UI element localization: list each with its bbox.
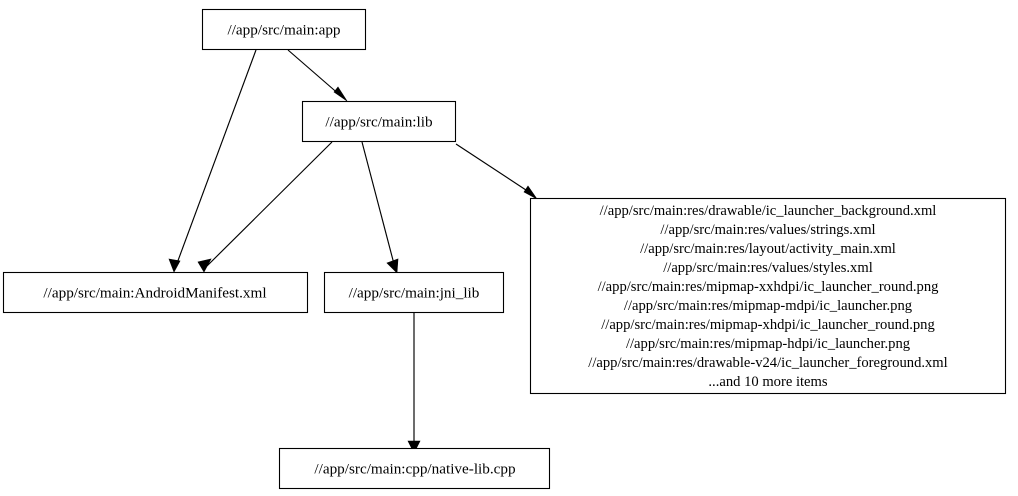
node-jni-lib-label: //app/src/main:jni_lib [349,284,480,301]
node-native-lib[interactable]: //app/src/main:cpp/native-lib.cpp [278,447,551,490]
node-manifest-label: //app/src/main:AndroidManifest.xml [43,284,266,301]
edge-line-lib-to-resources [455,143,533,195]
edge-app-to-lib [287,49,348,102]
node-manifest-box[interactable] [2,271,309,314]
node-native-lib-box[interactable] [278,447,551,490]
edge-jni_lib-to-native_lib [407,313,421,454]
edge-line-app-to-lib [287,49,342,97]
edge-lib-to-jni_lib [361,141,399,274]
edge-lib-to-resources [455,143,538,200]
node-lib[interactable]: //app/src/main:lib [301,100,457,143]
edge-app-to-manifest [168,49,257,273]
node-resources-line-10: ...and 10 more items [708,374,827,390]
arrowhead-lib-to-jni_lib [386,258,399,274]
node-resources-line-9: //app/src/main:res/drawable-v24/ic_launc… [588,355,947,371]
node-app[interactable]: //app/src/main:app [201,8,367,51]
node-resources-line-1: //app/src/main:res/drawable/ic_launcher_… [600,203,937,219]
node-native-lib-label: //app/src/main:cpp/native-lib.cpp [314,460,515,477]
node-resources-line-3: //app/src/main:res/layout/activity_main.… [640,241,896,257]
edge-lib-to-manifest [197,141,333,273]
node-jni-lib[interactable]: //app/src/main:jni_lib [323,271,505,314]
node-resources-line-4: //app/src/main:res/values/styles.xml [663,260,873,276]
node-resources-box[interactable] [529,197,1007,395]
arrowhead-lib-to-manifest [197,258,212,273]
node-resources-line-8: //app/src/main:res/mipmap-hdpi/ic_launch… [626,336,911,352]
node-resources-line-5: //app/src/main:res/mipmap-xxhdpi/ic_laun… [598,279,940,295]
arrowhead-app-to-manifest [168,258,181,273]
node-app-label: //app/src/main:app [227,21,340,38]
node-manifest[interactable]: //app/src/main:AndroidManifest.xml [2,271,309,314]
edge-line-lib-to-jni_lib [361,141,395,265]
node-resources[interactable]: //app/src/main:res/drawable/ic_launcher_… [529,197,1007,395]
node-resources-line-2: //app/src/main:res/values/strings.xml [660,222,875,238]
node-resources-line-7: //app/src/main:res/mipmap-xhdpi/ic_launc… [601,317,935,333]
arrowhead-lib-to-resources [523,185,538,200]
node-resources-line-6: //app/src/main:res/mipmap-mdpi/ic_launch… [624,298,913,314]
arrowhead-jni_lib-to-native_lib [407,440,421,454]
edge-line-lib-to-manifest [206,141,333,267]
node-lib-label: //app/src/main:lib [325,113,433,130]
edge-line-app-to-manifest [175,49,257,267]
node-lib-box[interactable] [301,100,457,143]
node-app-box[interactable] [201,8,367,51]
node-jni-lib-box[interactable] [323,271,505,314]
arrowhead-app-to-lib [333,86,348,102]
